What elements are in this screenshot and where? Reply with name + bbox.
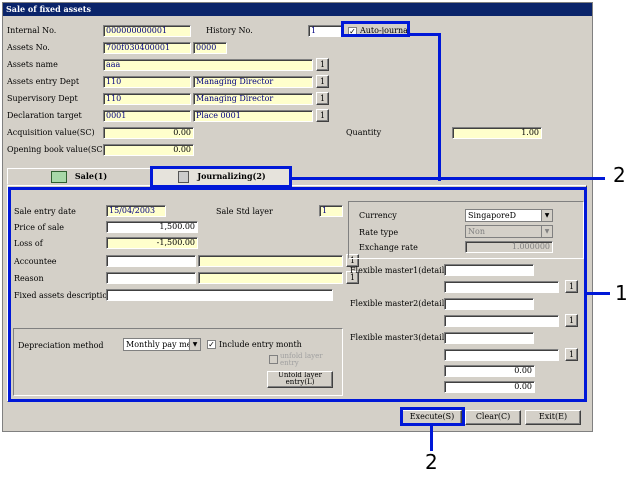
callout-line [430, 425, 433, 451]
include-entry-checkbox[interactable]: ✓ [207, 340, 216, 349]
accountee-code-field[interactable] [106, 255, 196, 267]
internal-no-field[interactable]: 000000000001 [103, 25, 191, 37]
fa-desc-field[interactable] [106, 289, 333, 301]
history-no-label: History No. [206, 26, 253, 35]
chevron-down-icon: ▼ [541, 210, 552, 221]
decl-name-field: Place 0001 [193, 110, 313, 122]
assets-no-sub-field[interactable]: 0000 [193, 42, 227, 54]
entry-dept-label: Assets entry Dept [7, 77, 80, 86]
flex-master1-label: Flexible master1(detail) [350, 266, 448, 275]
main-window: Sale of fixed assets Internal No. 000000… [2, 2, 593, 432]
sale-entry-date-field[interactable]: 15/04/2003 [106, 205, 166, 217]
entry-dept-name-field: Managing Director [193, 76, 313, 88]
entry-dept-lookup-button[interactable]: 1 [316, 75, 329, 88]
currency-label: Currency [359, 211, 397, 220]
sup-dept-code-field[interactable]: 110 [103, 93, 191, 105]
flex-master1-code[interactable] [444, 264, 534, 276]
total-field-1: 0.00 [444, 365, 535, 377]
acq-value-field[interactable]: 0.00 [103, 127, 194, 139]
flex-master1-name [444, 281, 559, 293]
book-icon [50, 171, 67, 183]
callout-label-2-bottom: 2 [425, 450, 438, 474]
execute-highlight [400, 407, 465, 426]
opening-book-label: Opening book value(SC) [7, 145, 106, 154]
callout-line [438, 33, 441, 181]
price-field[interactable]: 1,500.00 [106, 221, 198, 233]
flex-master2-code[interactable] [444, 298, 534, 310]
reason-name-field [198, 272, 343, 284]
exit-button[interactable]: Exit(E) [525, 410, 581, 425]
clear-button[interactable]: Clear(C) [465, 410, 521, 425]
reason-label: Reason [14, 274, 44, 283]
journal-icon [178, 171, 190, 183]
sale-std-layer-label: Sale Std layer [216, 207, 273, 216]
flex-master3-name [444, 349, 559, 361]
fa-desc-label: Fixed assets description [14, 291, 113, 300]
window-title: Sale of fixed assets [3, 3, 592, 16]
opening-book-field[interactable]: 0.00 [103, 144, 194, 156]
flex-master3-lookup-button[interactable]: 1 [565, 348, 578, 361]
total-field-2: 0.00 [444, 381, 535, 393]
include-entry-label: Include entry month [219, 340, 302, 349]
sale-tab-highlight [8, 187, 587, 402]
auto-journal-label: Auto-journal [360, 26, 411, 35]
assets-name-lookup-button[interactable]: 1 [316, 58, 329, 71]
reason-code-field[interactable] [106, 272, 196, 284]
sup-dept-label: Supervisory Dept [7, 94, 78, 103]
decl-label: Declaration target [7, 111, 82, 120]
flex-master2-name [444, 315, 559, 327]
chevron-down-icon: ▼ [541, 226, 552, 237]
assets-no-field[interactable]: 700f030400001 [103, 42, 191, 54]
depreciation-panel [13, 328, 343, 396]
unfold-label: unfold layer entry [280, 352, 323, 367]
sale-entry-date-label: Sale entry date [14, 207, 76, 216]
unfold-checkbox [269, 355, 278, 364]
flex-master3-code[interactable] [444, 332, 534, 344]
assets-no-label: Assets No. [7, 43, 50, 52]
exchange-rate-field: 1.000000 [465, 241, 553, 253]
rate-type-label: Rate type [359, 228, 399, 237]
flex-master2-label: Flexible master2(detail) [350, 299, 448, 308]
quantity-label: Quantity [346, 128, 382, 137]
unfold-layer-button[interactable]: Unfold layer entry(L) [267, 371, 333, 388]
quantity-field[interactable]: 1.00 [452, 127, 542, 139]
price-label: Price of sale [14, 223, 65, 232]
entry-dept-code-field[interactable]: 110 [103, 76, 191, 88]
reason-lookup-button[interactable]: 1 [346, 271, 359, 284]
accountee-label: Accountee [14, 257, 57, 266]
tab-sale[interactable]: Sale(1) [7, 168, 151, 185]
dep-method-select[interactable]: Monthly pay meth▼ [123, 338, 201, 351]
accountee-name-field [198, 255, 343, 267]
currency-panel [348, 201, 584, 259]
rate-type-select: Non▼ [465, 225, 553, 238]
callout-label-2-top: 2 [613, 163, 626, 187]
assets-name-label: Assets name [7, 60, 58, 69]
flex-master1-lookup-button[interactable]: 1 [565, 280, 578, 293]
sup-dept-name-field: Managing Director [193, 93, 313, 105]
callout-line [409, 33, 441, 36]
flex-master3-label: Flexible master3(detail) [350, 333, 448, 342]
internal-no-label: Internal No. [7, 26, 57, 35]
loss-field: -1,500.00 [106, 237, 198, 249]
auto-journal-highlight [341, 21, 410, 37]
chevron-down-icon: ▼ [189, 339, 200, 350]
exchange-rate-label: Exchange rate [359, 243, 418, 252]
sup-dept-lookup-button[interactable]: 1 [316, 92, 329, 105]
decl-code-field[interactable]: 0001 [103, 110, 191, 122]
callout-line [586, 292, 610, 295]
sale-std-layer-field[interactable]: 1 [319, 205, 343, 217]
journalizing-tab-highlight [150, 166, 292, 188]
history-no-field[interactable]: 1 [308, 25, 343, 37]
dep-method-label: Depreciation method [18, 341, 104, 350]
callout-line [291, 177, 605, 180]
callout-label-1: 1 [615, 281, 628, 305]
decl-lookup-button[interactable]: 1 [316, 109, 329, 122]
currency-select[interactable]: SingaporeD▼ [465, 209, 553, 222]
assets-name-field[interactable]: aaa [103, 59, 313, 71]
flex-master2-lookup-button[interactable]: 1 [565, 314, 578, 327]
accountee-lookup-button[interactable]: 1 [346, 254, 359, 267]
loss-label: Loss of [14, 239, 43, 248]
acq-value-label: Acquisition value(SC) [7, 128, 95, 137]
